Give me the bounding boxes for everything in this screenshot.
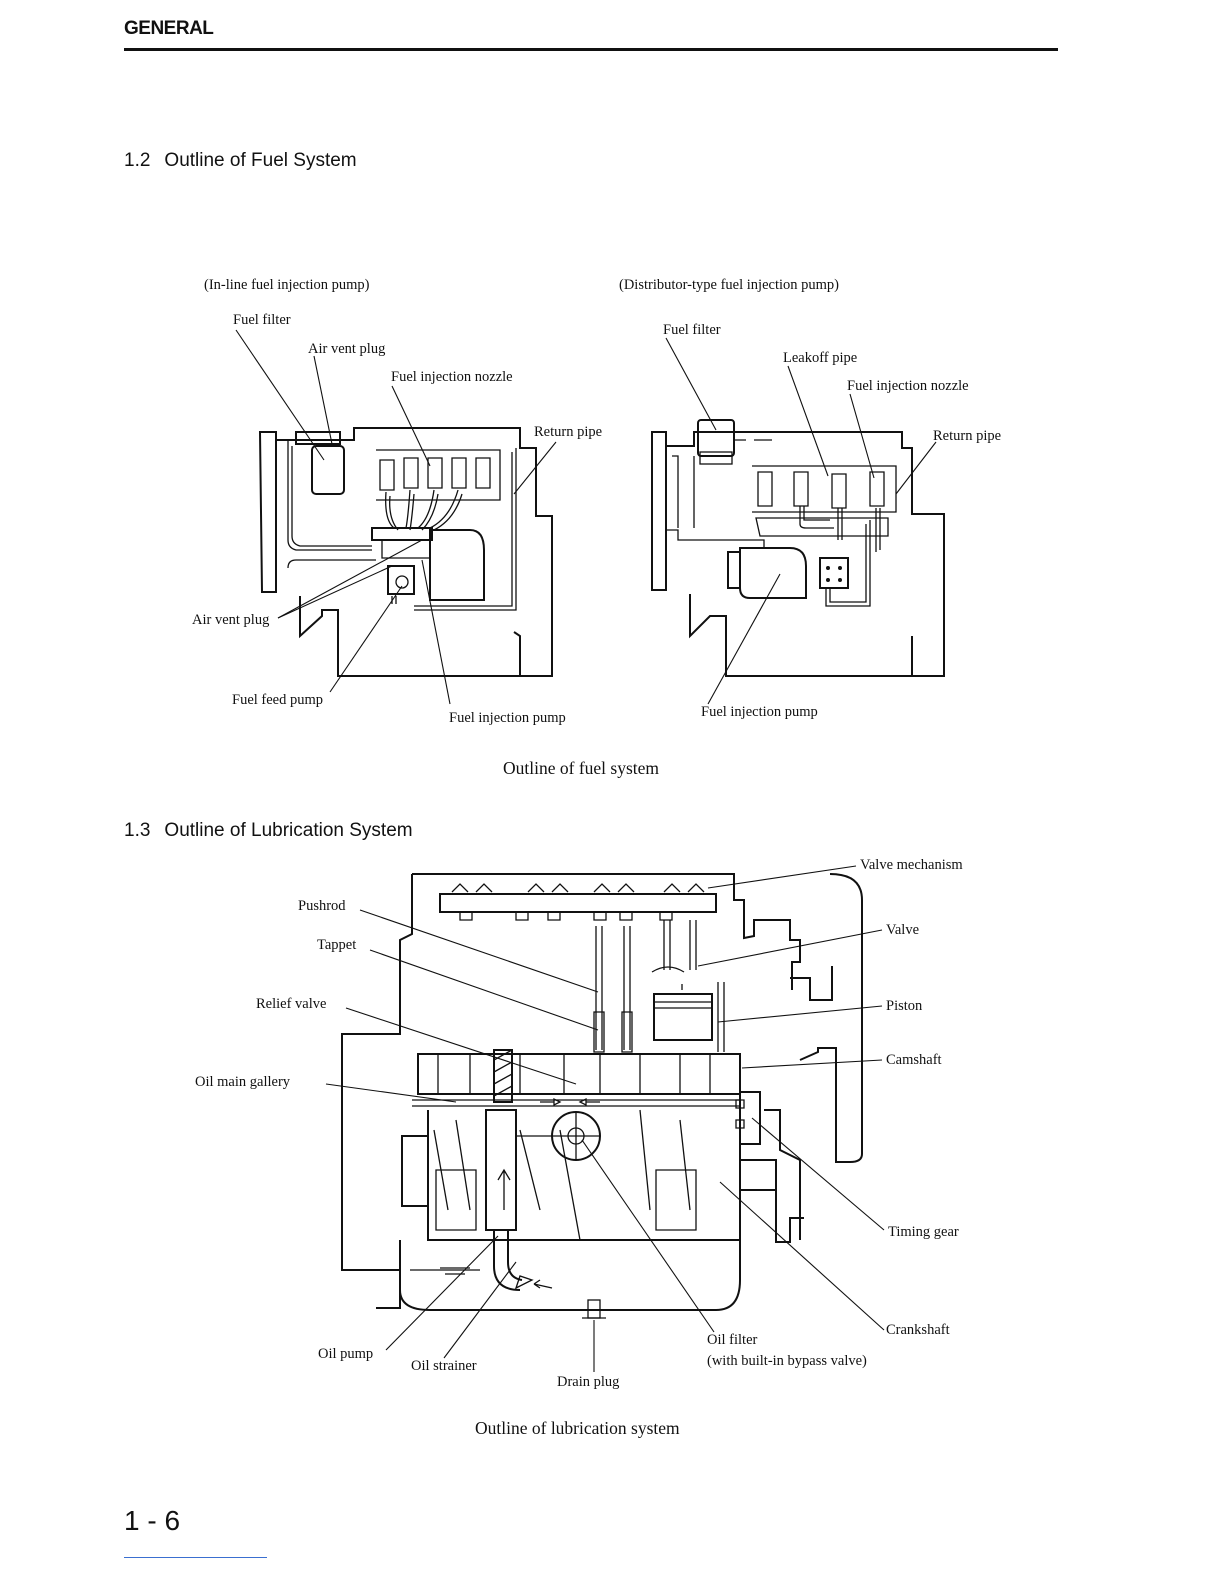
lube-label-drain-plug: Drain plug <box>557 1374 620 1390</box>
distributor-label-fuel-filter: Fuel filter <box>663 322 721 338</box>
inline-label-air-vent-plug-left: Air vent plug <box>192 612 270 628</box>
distributor-label-fuel-injection-pump: Fuel injection pump <box>701 704 818 720</box>
distributor-label-return-pipe: Return pipe <box>933 428 1002 444</box>
distributor-label-fuel-injection-nozzle: Fuel injection nozzle <box>847 378 969 394</box>
inline-label-fuel-injection-pump: Fuel injection pump <box>449 710 566 726</box>
distributor-leader-lines <box>665 337 937 705</box>
distributor-pump-subtitle: (Distributor-type fuel injection pump) <box>619 277 839 293</box>
lube-label-relief-valve: Relief valve <box>256 996 327 1012</box>
lube-figure-caption: Outline of lubrication system <box>475 1418 680 1438</box>
lube-label-tappet: Tappet <box>317 937 357 953</box>
footer-rule <box>124 1557 267 1558</box>
page-number: 1 - 6 <box>124 1505 181 1536</box>
lube-section-number: 1.3 <box>124 820 151 841</box>
inline-pump-subtitle: (In-line fuel injection pump) <box>204 277 370 293</box>
lube-label-pushrod: Pushrod <box>298 898 346 914</box>
lube-label-oil-filter-note: (with built-in bypass valve) <box>707 1353 867 1369</box>
lube-label-valve-mechanism: Valve mechanism <box>860 857 963 873</box>
inline-label-air-vent-plug-top: Air vent plug <box>308 341 386 357</box>
lube-label-crankshaft: Crankshaft <box>886 1322 950 1338</box>
inline-engine-drawing <box>258 427 553 677</box>
inline-label-fuel-filter: Fuel filter <box>233 312 291 328</box>
lubrication-engine-drawing <box>341 873 863 1319</box>
lube-label-valve: Valve <box>886 922 920 938</box>
inline-label-return-pipe: Return pipe <box>534 424 603 440</box>
inline-label-fuel-feed-pump: Fuel feed pump <box>232 692 324 708</box>
fuel-figure-caption: Outline of fuel system <box>503 758 660 778</box>
lube-label-oil-main-gallery: Oil main gallery <box>195 1074 291 1090</box>
distributor-engine-drawing <box>651 419 945 677</box>
header-rule <box>124 48 1058 51</box>
lube-section-title: Outline of Lubrication System <box>164 820 413 841</box>
running-header: GENERAL <box>124 18 214 39</box>
lube-label-oil-pump: Oil pump <box>318 1346 374 1362</box>
lube-label-oil-filter: Oil filter <box>707 1332 758 1348</box>
lube-label-oil-strainer: Oil strainer <box>411 1358 477 1374</box>
inline-label-fuel-injection-nozzle: Fuel injection nozzle <box>391 369 513 385</box>
distributor-label-leakoff-pipe: Leakoff pipe <box>783 350 858 366</box>
lube-label-timing-gear: Timing gear <box>888 1224 959 1240</box>
fuel-section-title: Outline of Fuel System <box>164 150 357 171</box>
inline-leader-lines <box>235 329 557 705</box>
lubrication-leader-lines <box>325 865 885 1372</box>
fuel-section-heading: 1.2 Outline of Fuel System <box>124 150 357 172</box>
fuel-section-number: 1.2 <box>124 150 151 171</box>
lube-label-piston: Piston <box>886 998 923 1014</box>
lube-section-heading: 1.3 Outline of Lubrication System <box>124 820 413 842</box>
lube-label-camshaft: Camshaft <box>886 1052 942 1068</box>
